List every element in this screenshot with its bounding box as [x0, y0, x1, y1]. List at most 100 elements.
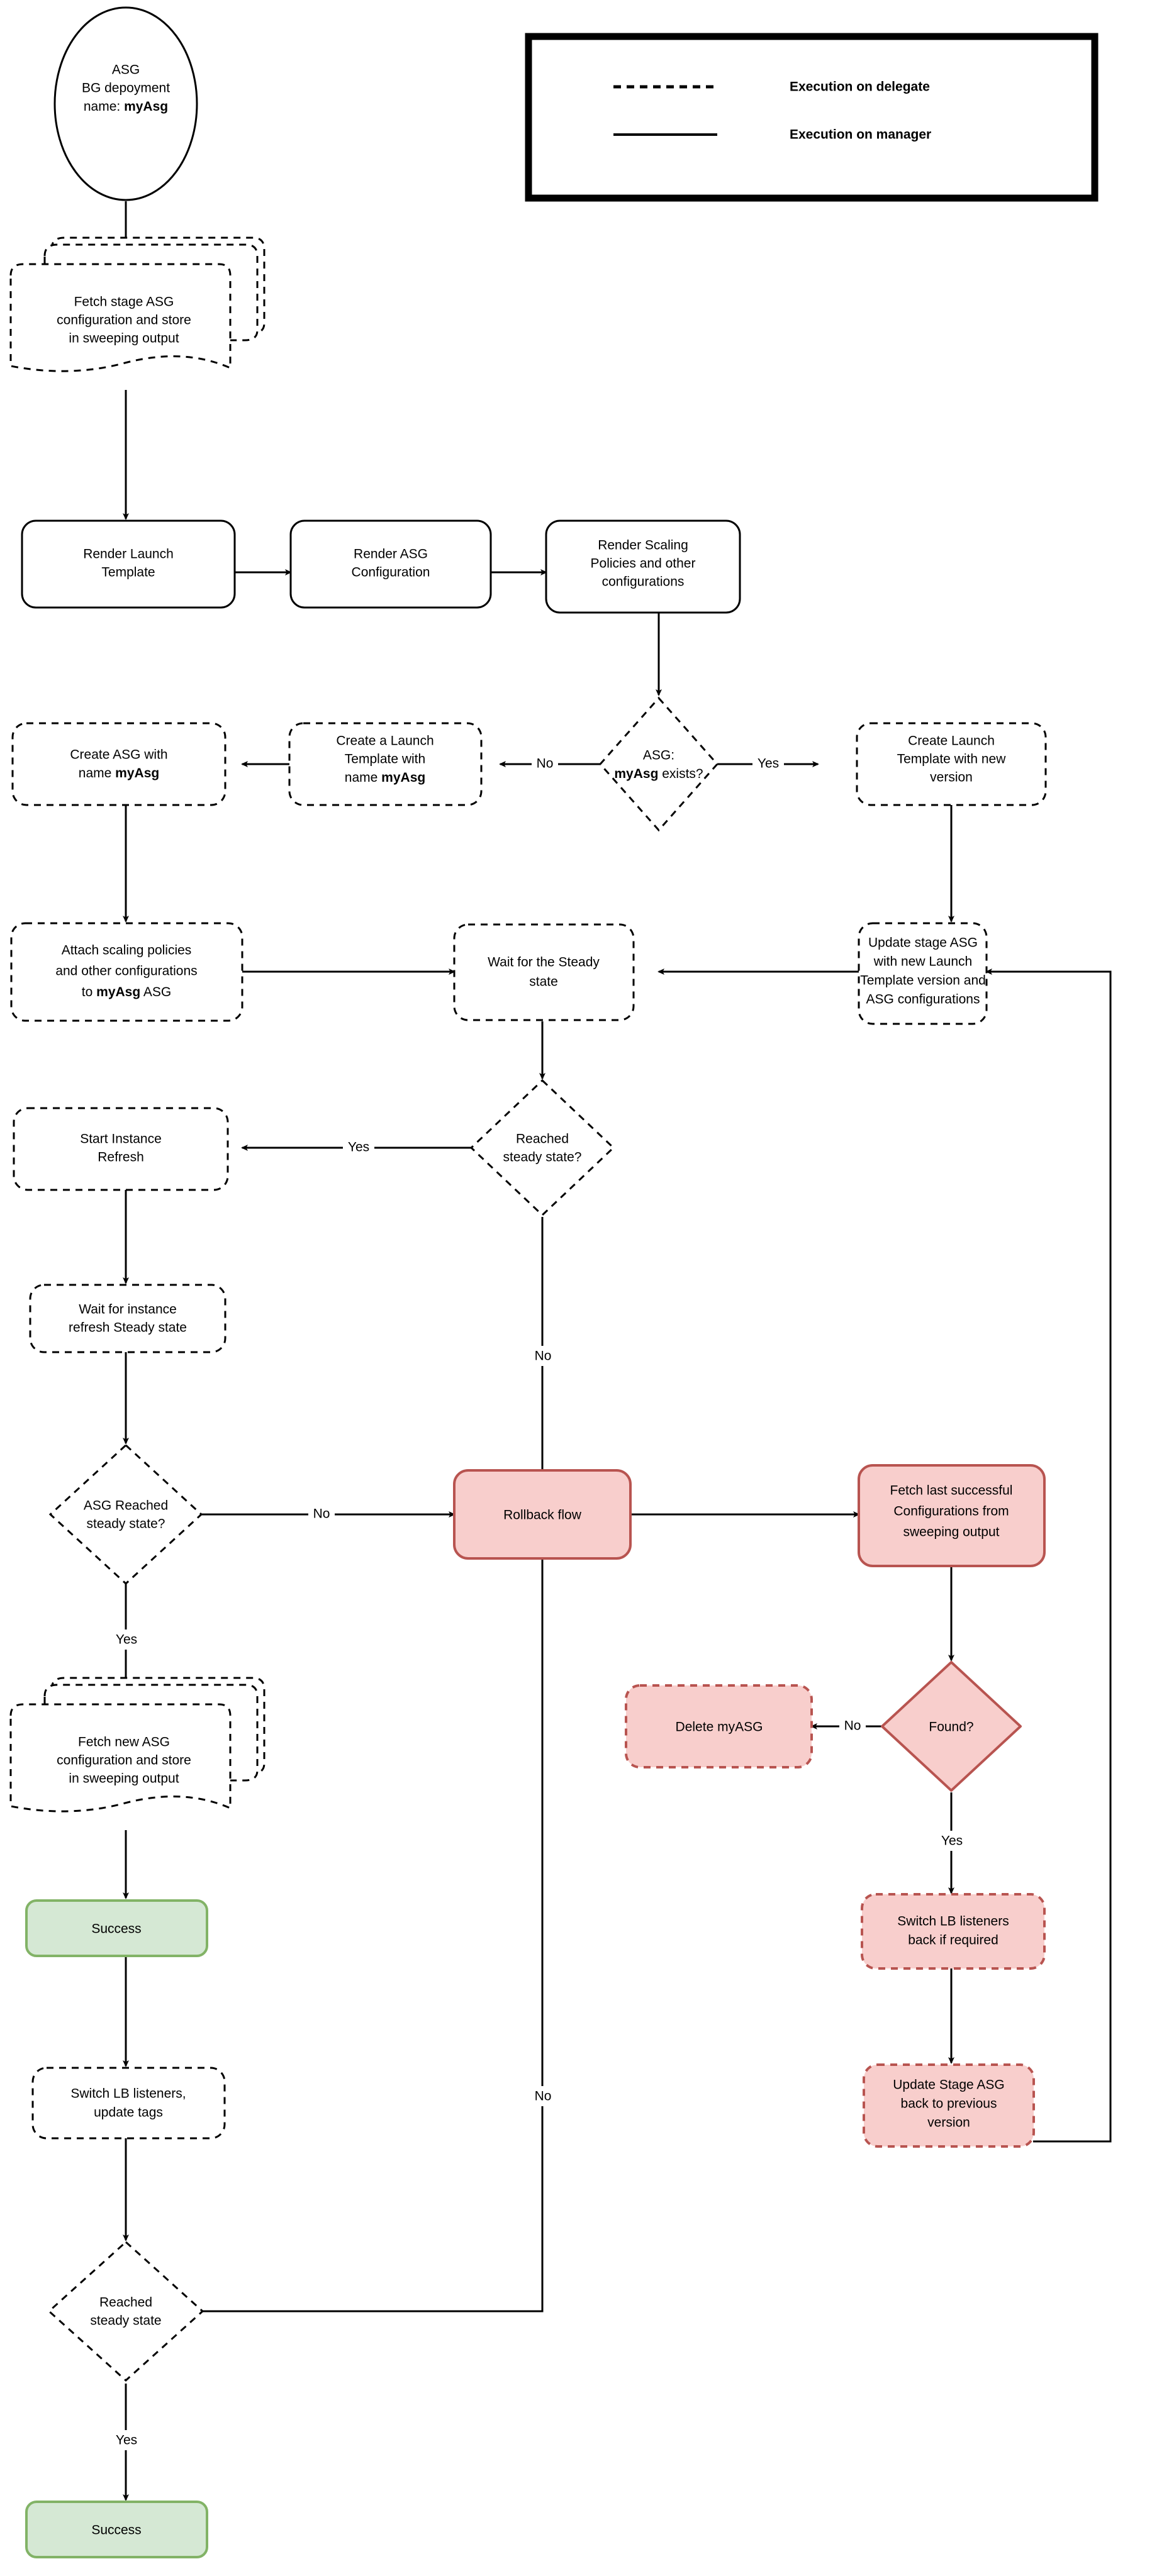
node-switch-lb-update-tags[interactable]: Switch LB listeners, update tags [31, 2067, 226, 2140]
switchlb-tags-rect [31, 2067, 226, 2140]
found-diamond [881, 1661, 1022, 1792]
fetchnew-line2: configuration and store [57, 1753, 191, 1768]
edge-label-steady1-no: No [535, 1349, 552, 1363]
attach-suffix: ASG [140, 985, 171, 999]
update-stage-rect [858, 922, 988, 1025]
node-create-launch-template-myasg[interactable]: Create a Launch Template with name myAsg [288, 722, 483, 806]
success1-line1: Success [91, 1922, 141, 1936]
label-bg-found-no [839, 1716, 866, 1736]
edge-updateback-to-updatestage [985, 969, 1112, 2143]
steady2-line2: steady state [90, 2314, 161, 2328]
update-stage-line1: Update stage ASG [868, 936, 978, 950]
success2-line1: Success [91, 2523, 141, 2538]
legend-label-delegate: Execution on delegate [790, 80, 930, 94]
render-lt-line2: Template [101, 565, 155, 580]
node-fetch-stage-config[interactable]: Fetch stage ASG configuration and store … [9, 236, 266, 372]
node-fetch-last-successful[interactable]: Fetch last successful Configurations fro… [858, 1464, 1046, 1567]
asg-exists-line2: myAsg exists? [614, 767, 703, 781]
fetch-stage-line3: in sweeping output [69, 331, 179, 346]
fetchnew-doc-front [9, 1703, 232, 1813]
node-render-asg-configuration[interactable]: Render ASG Configuration [289, 519, 492, 609]
asg-exists-bold: myAsg [614, 767, 658, 781]
node-create-asg-myasg[interactable]: Create ASG with name myAsg [11, 722, 226, 806]
node-start-instance-refresh[interactable]: Start Instance Refresh [13, 1107, 229, 1191]
asg-exists-line1: ASG: [643, 748, 674, 763]
edge-label-steady1-yes: Yes [348, 1140, 369, 1155]
create-asg-bold: myAsg [115, 766, 159, 780]
create-ltnew-rect [856, 722, 1047, 806]
node-asg-exists-decision[interactable]: ASG: myAsg exists? [598, 696, 719, 832]
node-success-2[interactable]: Success [25, 2501, 208, 2558]
edge-label-found-yes: Yes [941, 1834, 963, 1848]
edge-label-asgsteady-yes: Yes [116, 1633, 137, 1647]
create-asg-line1: Create ASG with [70, 748, 167, 762]
label-bg-asgsteady-no [308, 1504, 335, 1524]
sir-line2: Refresh [98, 1150, 144, 1165]
node-delete-myasg[interactable]: Delete myASG [625, 1684, 813, 1768]
delete-myasg-line1: Delete myASG [676, 1720, 763, 1735]
asgsteady-line1: ASG Reached [84, 1499, 168, 1513]
success1-rect [25, 1899, 208, 1957]
node-wait-instance-refresh[interactable]: Wait for instance refresh Steady state [29, 1284, 226, 1353]
asgsteady-diamond [48, 1443, 203, 1585]
edge-label-exists-yes: Yes [758, 757, 779, 771]
create-lt-myasg-line1: Create a Launch [336, 734, 433, 748]
node-switch-lb-back[interactable]: Switch LB listeners back if required [861, 1893, 1046, 1970]
sir-rect [13, 1107, 229, 1191]
rollback-line1: Rollback flow [503, 1508, 582, 1523]
render-asg-line1: Render ASG [354, 547, 428, 562]
asg-exists-diamond [598, 696, 719, 832]
updateback-rect [863, 2063, 1035, 2148]
node-update-stage-asg-back[interactable]: Update Stage ASG back to previous versio… [863, 2063, 1035, 2148]
fetch-stage-line1: Fetch stage ASG [74, 295, 174, 309]
node-create-launch-template-new-version[interactable]: Create Launch Template with new version [856, 722, 1047, 806]
node-fetch-new-asg-config[interactable]: Fetch new ASG configuration and store in… [9, 1677, 266, 1813]
switchlbback-line2: back if required [908, 1933, 998, 1948]
fetchnew-line3: in sweeping output [69, 1772, 179, 1786]
render-scaling-rect [545, 519, 741, 614]
fetchlast-line3: sweeping output [903, 1525, 1000, 1540]
updateback-line1: Update Stage ASG [893, 2078, 1004, 2092]
found-line1: Found? [929, 1720, 973, 1735]
create-ltnew-line3: version [930, 770, 973, 785]
label-bg-exists-no [532, 753, 558, 774]
edge-labels-layer: No Yes Yes No No Yes No Yes No Yes [111, 753, 968, 2450]
render-scaling-line2: Policies and other [591, 557, 696, 571]
wait-steady-line1: Wait for the Steady [488, 955, 600, 970]
steady1-diamond [469, 1079, 615, 1217]
node-reached-steady-state-1[interactable]: Reached steady state? [469, 1079, 615, 1217]
node-update-stage-asg[interactable]: Update stage ASG with new Launch Templat… [858, 922, 988, 1025]
start-line1: ASG [112, 63, 140, 77]
node-asg-reached-steady-state[interactable]: ASG Reached steady state? [48, 1443, 203, 1585]
create-lt-myasg-line3: name myAsg [345, 770, 425, 785]
edge-label-asgsteady-no: No [313, 1507, 330, 1521]
node-start[interactable]: ASG BG depoyment name: myAsg [53, 6, 198, 201]
node-success-1[interactable]: Success [25, 1899, 208, 1957]
success2-rect [25, 2501, 208, 2558]
wir-line1: Wait for instance [79, 1302, 177, 1317]
node-wait-steady-state[interactable]: Wait for the Steady state [453, 923, 635, 1021]
label-bg-final-yes [111, 2430, 142, 2450]
node-attach-scaling-policies[interactable]: Attach scaling policies and other config… [10, 922, 243, 1022]
fetchlast-line2: Configurations from [893, 1504, 1009, 1519]
wait-steady-rect [453, 923, 635, 1021]
create-lt-myasg-prefix: name [345, 770, 381, 785]
node-render-launch-template[interactable]: Render Launch Template [21, 519, 236, 609]
steady2-diamond [47, 2240, 204, 2382]
steady1-line2: steady state? [503, 1150, 582, 1165]
start-line3: name: myAsg [84, 99, 168, 114]
label-bg-asgsteady-yes [111, 1629, 142, 1650]
attach-rect [10, 922, 243, 1022]
create-asg-line2: name myAsg [79, 766, 159, 780]
fetch-doc-front [9, 263, 232, 372]
wir-rect [29, 1284, 226, 1353]
switchlb-tags-line1: Switch LB listeners, [70, 2087, 186, 2101]
node-reached-steady-state-2[interactable]: Reached steady state [47, 2240, 204, 2382]
node-found-decision[interactable]: Found? [881, 1661, 1022, 1792]
node-rollback-flow[interactable]: Rollback flow [453, 1469, 632, 1560]
switchlbback-line1: Switch LB listeners [897, 1914, 1009, 1929]
edge-label-final-no: No [535, 2089, 552, 2104]
node-render-scaling-policies[interactable]: Render Scaling Policies and other config… [545, 519, 741, 614]
start-ellipse [53, 6, 198, 201]
